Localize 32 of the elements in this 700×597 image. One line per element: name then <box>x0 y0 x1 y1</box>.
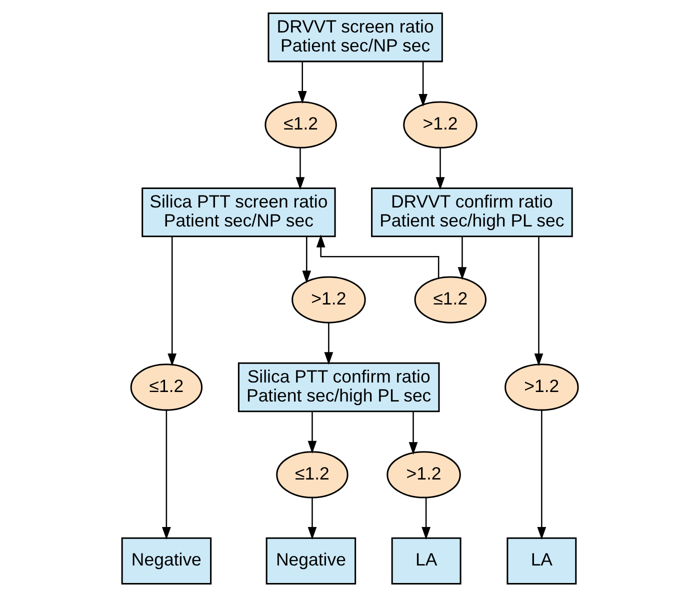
node-box: DRVVT confirm ratio Patient sec/high PL sec <box>371 187 573 238</box>
node-ellipse: >1.2 <box>403 101 478 148</box>
arrow <box>168 236 177 366</box>
node-ellipse: ≤1.2 <box>414 276 487 324</box>
arrow <box>302 236 312 284</box>
arrow <box>534 236 544 366</box>
node-box: Negative <box>121 537 212 584</box>
node-ellipse: >1.2 <box>292 276 366 324</box>
node-box: Silica PTT confirm ratio Patient sec/high PL sec <box>238 362 440 412</box>
arrow <box>162 410 171 540</box>
node-box: LA <box>391 537 462 584</box>
node-ellipse: ≤1.2 <box>130 364 203 411</box>
arrow <box>436 148 445 190</box>
node-box: Negative <box>266 537 356 584</box>
arrow <box>298 62 307 104</box>
arrow <box>308 412 317 454</box>
node-box: LA <box>506 537 577 584</box>
node-ellipse: ≤1.2 <box>276 451 348 498</box>
arrow <box>296 148 305 190</box>
node-box: Silica PTT screen ratio Patient sec/NP sec <box>142 187 336 238</box>
node-ellipse: >1.2 <box>504 364 579 411</box>
arrow <box>316 234 440 278</box>
arrow <box>308 498 317 540</box>
node-ellipse: ≤1.2 <box>264 101 337 148</box>
arrow <box>422 498 430 540</box>
arrow <box>537 410 546 540</box>
arrow <box>408 412 418 455</box>
node-ellipse: >1.2 <box>386 451 461 498</box>
arrow <box>418 62 428 107</box>
arrow <box>458 236 467 280</box>
node-box: DRVVT screen ratio Patient sec/NP sec <box>268 12 443 62</box>
arrow <box>324 322 334 365</box>
